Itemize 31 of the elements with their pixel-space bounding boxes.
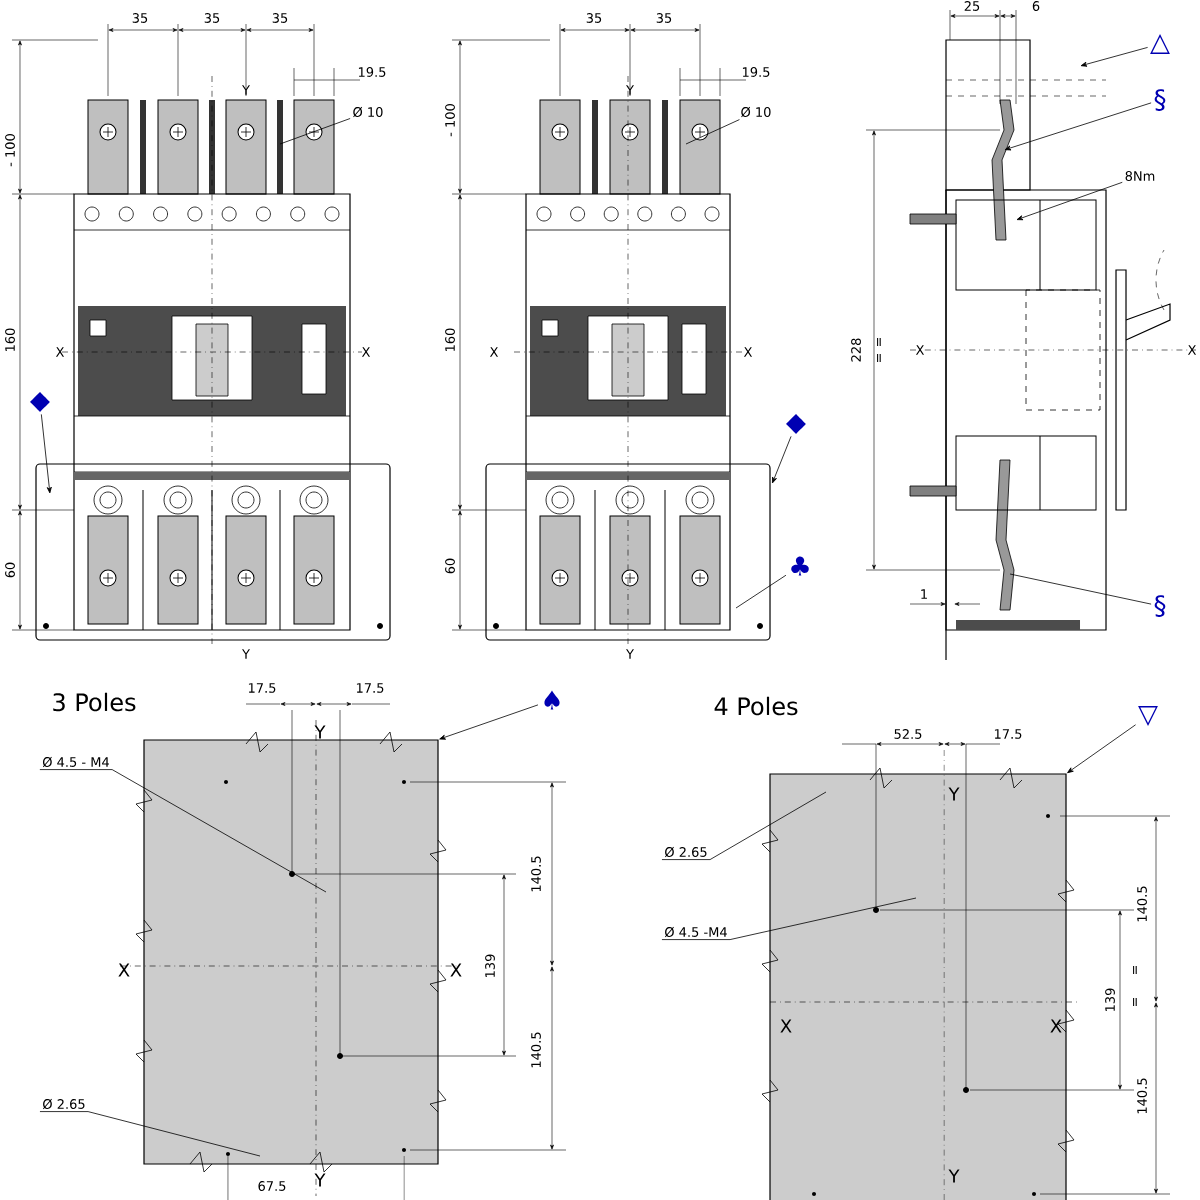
callout-symbol: § <box>1154 595 1166 617</box>
callout-symbol: ♠ <box>544 690 560 710</box>
leader-line <box>685 119 740 145</box>
callout-symbol: ♣ <box>791 556 809 576</box>
leader-line <box>1004 102 1152 151</box>
callout-symbol: △ <box>1150 34 1170 54</box>
axis-label: Y <box>948 1169 960 1183</box>
callout-symbol: § <box>1154 89 1166 111</box>
leader-line <box>39 769 327 893</box>
leader-line <box>735 574 787 609</box>
leader-line <box>661 897 917 940</box>
view-title: 4 Poles <box>714 696 798 716</box>
axis-label: X <box>780 1019 792 1033</box>
leader-line <box>1009 573 1152 605</box>
callout-symbol: ◆ <box>786 414 806 434</box>
leader-line <box>279 118 351 145</box>
leader-line <box>772 435 792 484</box>
leader-line <box>1016 181 1123 221</box>
mounting-plate <box>143 739 439 1165</box>
callout-symbol: ▽ <box>1138 706 1158 726</box>
axis-label: X <box>1050 1019 1062 1033</box>
callout-symbol: ◆ <box>30 392 50 412</box>
leader-line <box>661 791 827 860</box>
leader-line <box>40 413 52 494</box>
axis-label: Y <box>948 787 960 801</box>
view-title: 3 Poles <box>53 692 136 712</box>
leader-line <box>439 704 539 740</box>
leader-line <box>39 1111 261 1157</box>
mounting-plate <box>769 773 1067 1200</box>
leader-line <box>1080 47 1148 67</box>
leader-line <box>1067 724 1136 774</box>
